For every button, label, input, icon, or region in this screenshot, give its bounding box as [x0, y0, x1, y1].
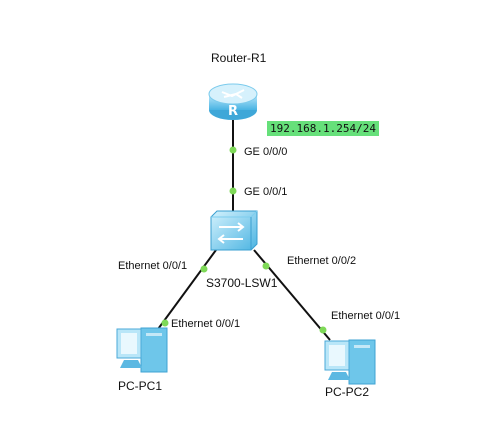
port-label-pc1-eth001: Ethernet 0/0/1	[171, 318, 241, 330]
pc2-icon[interactable]	[324, 339, 376, 385]
port-dot-router-ge000	[229, 146, 237, 154]
port-dot-switch-ge001	[229, 187, 237, 195]
port-dot-switch-eth001	[200, 265, 208, 273]
port-label-switch-eth001: Ethernet 0/0/1	[118, 260, 188, 272]
port-dot-pc2-eth001	[319, 326, 327, 334]
switch-icon[interactable]	[210, 210, 258, 251]
pc2-name: PC-PC2	[325, 385, 370, 399]
port-label-pc2-eth001: Ethernet 0/0/1	[331, 310, 401, 322]
pc1-icon[interactable]	[116, 327, 168, 373]
pc1-name: PC-PC1	[118, 379, 163, 393]
switch-name: S3700-LSW1	[206, 276, 278, 290]
port-label-switch-ge001: GE 0/0/1	[244, 186, 288, 198]
link-switch-pc1[interactable]	[149, 249, 217, 341]
svg-text:R: R	[228, 104, 238, 119]
router-name: Router-R1	[211, 51, 267, 65]
port-label-router-ge000: GE 0/0/0	[244, 146, 288, 158]
router-icon[interactable]: R	[208, 83, 258, 120]
router-ip-badge: 192.168.1.254/24	[267, 121, 379, 136]
port-dot-pc1-eth001	[161, 319, 169, 327]
port-label-switch-eth002: Ethernet 0/0/2	[287, 255, 357, 267]
port-dot-switch-eth002	[262, 262, 270, 270]
